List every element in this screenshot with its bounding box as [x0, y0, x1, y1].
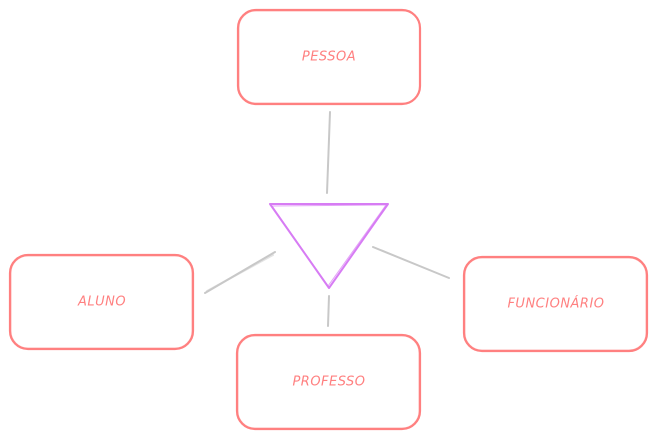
connector-professor [327, 295, 330, 327]
entity-aluno[interactable]: ALUNO [8, 253, 195, 351]
specialization-triangle[interactable] [269, 203, 389, 289]
connector-funcionario [372, 246, 450, 279]
entity-label: FUNCIONÁRIO [507, 296, 604, 312]
entity-label: ALUNO [77, 295, 126, 310]
entity-label: PESSOA [302, 50, 356, 65]
connector-aluno-sketch [206, 254, 274, 292]
entity-pessoa[interactable]: PESSOA [236, 8, 422, 106]
connector-lines [204, 111, 450, 327]
entity-funcionario[interactable]: FUNCIONÁRIO [462, 255, 649, 353]
entity-label: PROFESSO [292, 375, 365, 390]
entity-professor[interactable]: PROFESSO [235, 333, 422, 431]
connector-pessoa [326, 111, 331, 194]
